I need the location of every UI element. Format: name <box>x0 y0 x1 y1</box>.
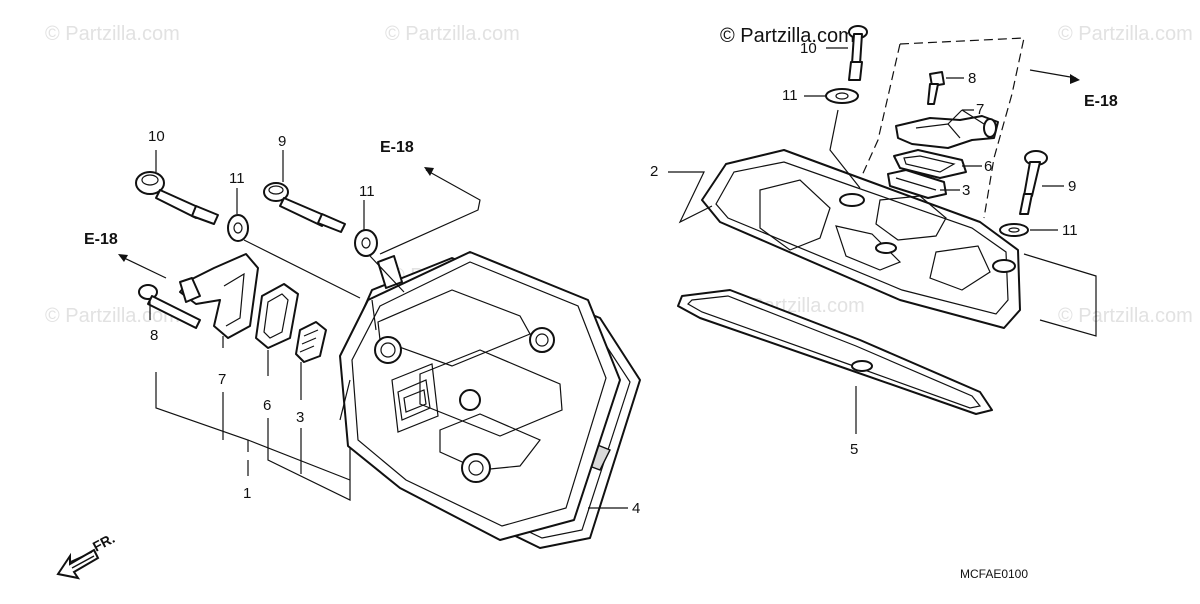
group-bracket <box>899 37 1025 219</box>
callout-3: 3 <box>962 182 970 199</box>
callout-10: 10 <box>148 128 165 145</box>
callout-4: 4 <box>632 500 640 517</box>
callout-6: 6 <box>263 397 271 414</box>
gasket-6-left <box>255 283 299 349</box>
cover-gasket-5 <box>677 289 993 415</box>
watermark: © Partzilla.com <box>1058 305 1193 327</box>
seal-3-left <box>295 321 327 363</box>
diagram-code: MCFAE0100 <box>960 567 1028 581</box>
washer-11-right-b <box>999 223 1029 237</box>
callout-8: 8 <box>968 70 976 87</box>
left-assembly: 10 11 9 11 8 7 6 3 1 4 E-18 E-18 <box>84 128 641 549</box>
copyright-header: © Partzilla.com <box>720 25 855 47</box>
callout-10: 10 <box>800 40 817 57</box>
bolt-9-left <box>263 182 346 233</box>
right-assembly: 10 11 8 7 6 3 2 9 11 5 E-18 <box>650 25 1118 458</box>
reference-e18-left: E-18 <box>84 231 118 248</box>
callout-9: 9 <box>1068 178 1076 195</box>
callout-6: 6 <box>984 158 992 175</box>
watermark: © Partzilla.com <box>45 23 180 45</box>
head-cover-left <box>339 251 621 541</box>
breather-pipe-7-right <box>895 115 999 149</box>
callout-1: 1 <box>243 485 251 502</box>
washer-11-left-b <box>354 229 378 257</box>
callout-lines-left <box>118 150 628 509</box>
callout-2: 2 <box>650 163 658 180</box>
callout-5: 5 <box>850 441 858 458</box>
bolt-10-left <box>135 171 219 225</box>
head-cover-right <box>701 149 1021 329</box>
callout-11: 11 <box>229 170 245 187</box>
callout-8: 8 <box>150 327 158 344</box>
watermark: © Partzilla.com <box>45 305 180 327</box>
reference-e18-center: E-18 <box>380 139 414 156</box>
callout-11: 11 <box>782 87 798 104</box>
bolt-8-left <box>138 284 201 329</box>
callout-7: 7 <box>218 371 226 388</box>
breather-pipe-7-left <box>179 253 259 339</box>
callout-7: 7 <box>976 101 984 118</box>
callout-lines-right <box>668 47 1097 434</box>
watermark: © Partzilla.com <box>1058 23 1193 45</box>
washer-11-right-a <box>825 88 859 104</box>
callout-11: 11 <box>359 183 375 200</box>
bolt-8-right <box>927 71 945 105</box>
washer-11-left-a <box>227 214 249 242</box>
bolt-9-right <box>1019 150 1048 215</box>
bolt-10-right <box>848 25 868 81</box>
callout-9: 9 <box>278 133 286 150</box>
watermark: © Partzilla.com <box>385 23 520 45</box>
front-direction-arrow: FR. <box>56 530 117 580</box>
callout-3: 3 <box>296 409 304 426</box>
seal-3-right <box>887 169 947 199</box>
reference-e18-right: E-18 <box>1084 93 1118 110</box>
callout-11: 11 <box>1062 222 1078 239</box>
watermark-layer: © Partzilla.com © Partzilla.com © Partzi… <box>45 23 1193 327</box>
